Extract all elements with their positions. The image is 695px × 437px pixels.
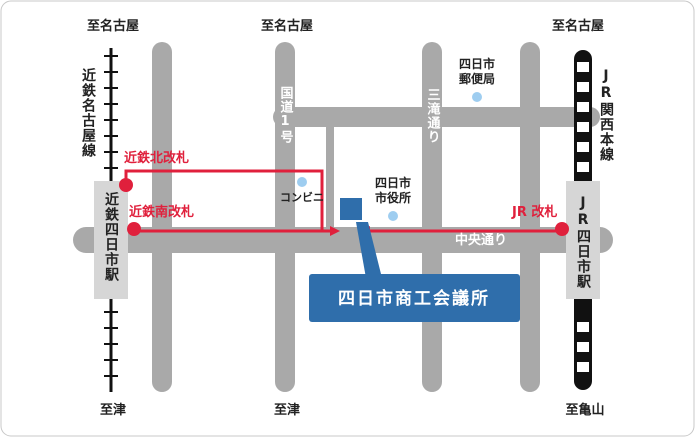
direction-top-left: 至名古屋 [87, 18, 139, 34]
destination-label: 四日市商工会議所 [338, 288, 490, 309]
direction-bottom-left: 至津 [100, 402, 126, 418]
destination-callout [309, 274, 520, 322]
arrow-from-west [330, 226, 340, 236]
jr-exit-dot [555, 222, 569, 236]
jr-station-box [566, 181, 600, 299]
post-office-label-line1: 四日市 [459, 56, 495, 71]
destination-marker [340, 198, 362, 220]
kintetsu-south-exit-label: 近鉄南改札 [129, 204, 194, 220]
direction-bottom-center: 至津 [274, 402, 300, 418]
direction-top-center: 至名古屋 [261, 18, 313, 34]
direction-bottom-right: 至亀山 [565, 402, 604, 418]
railway-stripe [577, 122, 589, 132]
direction-top-right: 至名古屋 [552, 18, 604, 34]
jr-exit-label: JR 改札 [511, 204, 557, 220]
city-hall-label-line1: 四日市 [375, 175, 411, 190]
kintetsu-station-name: 近鉄四日市駅 [103, 191, 119, 282]
railway-stripe [577, 342, 589, 352]
sankitakidori-label: 三滝通り [425, 88, 441, 144]
railway-stripe [577, 82, 589, 92]
roads [73, 42, 613, 392]
city-hall-label-line2: 市役所 [375, 190, 411, 205]
railway-stripe [577, 322, 589, 332]
kintetsu-station-box [94, 181, 128, 299]
post-office-label-line2: 郵便局 [459, 71, 495, 86]
destination-callout-pointer [356, 222, 382, 278]
railway-stripe [577, 62, 589, 72]
kintetsu-north-exit-label: 近鉄北改札 [124, 150, 189, 166]
railway-stripe [577, 142, 589, 152]
post-office-dot [472, 92, 482, 102]
railway-stripe [577, 102, 589, 112]
railway-stripe [577, 162, 589, 172]
kintetsu-line-name: 近鉄名古屋線 [80, 67, 96, 158]
kintetsu-south-exit-dot [127, 222, 141, 236]
route1-label: 国道1号 [278, 86, 294, 144]
jr-station-name: JR四日市駅 [575, 195, 591, 289]
jr-line-name: JR関西本線 [598, 68, 614, 162]
chuo-dori-label: 中央通り [455, 232, 507, 248]
route-lines [124, 169, 560, 233]
convenience-store-label: コンビニ [280, 190, 324, 204]
city-hall-dot [388, 211, 398, 221]
railway-stripe [577, 362, 589, 372]
convenience-store-dot [297, 177, 307, 187]
kintetsu-north-exit-dot [119, 178, 133, 192]
